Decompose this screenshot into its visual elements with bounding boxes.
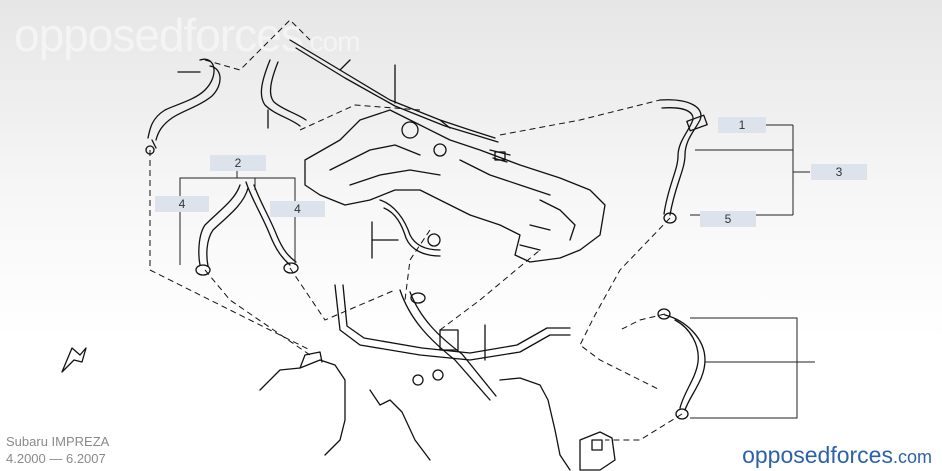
callout-5[interactable]: 5 <box>700 211 756 227</box>
brand-logo[interactable]: opposedforces.com <box>742 442 932 469</box>
brand-suffix: .com <box>892 447 932 467</box>
fitting-lower-right <box>579 431 616 471</box>
hose-top-left <box>145 58 221 155</box>
pipe-assembly-lower <box>334 284 571 401</box>
vehicle-years: 4.2000 — 6.2007 <box>6 451 106 466</box>
front-arrow-icon <box>61 347 87 373</box>
callout-4-right[interactable]: 4 <box>270 201 325 217</box>
hose-middle-left <box>195 181 299 276</box>
hose-top-long <box>289 39 499 143</box>
callout-4-left[interactable]: 4 <box>155 196 209 212</box>
callout-3[interactable]: 3 <box>811 164 867 180</box>
watermark-suffix: .com <box>302 26 361 57</box>
callout-2[interactable]: 2 <box>210 155 266 171</box>
hose-right-upper <box>659 99 708 224</box>
callout-1[interactable]: 1 <box>718 117 766 133</box>
intake-manifold <box>304 109 606 263</box>
brand-main: opposedforces <box>742 442 893 468</box>
leader-lines-dashed <box>149 19 683 441</box>
hose-right-lower <box>657 308 706 420</box>
vehicle-model: Subaru IMPREZA <box>6 434 110 449</box>
reference-brackets <box>179 124 815 419</box>
vehicle-info: Subaru IMPREZA 4.2000 — 6.2007 <box>6 433 109 467</box>
hose-center-small <box>371 199 441 259</box>
watermark: opposedforces.com <box>14 8 361 62</box>
watermark-main: opposedforces <box>14 9 304 61</box>
engine-block-lower-left <box>259 351 571 471</box>
hose-upper-left <box>260 59 307 129</box>
